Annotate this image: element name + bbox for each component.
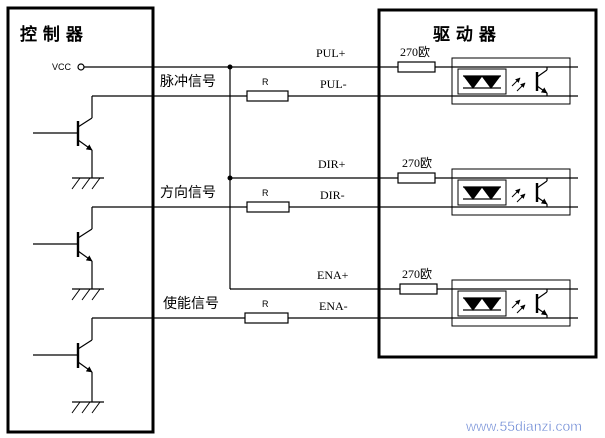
pul-plus-resistor — [397, 61, 436, 73]
pul-minus-label: PUL- — [320, 77, 347, 91]
dir-phototransistor-emitter — [536, 196, 548, 205]
ena-minus-resistor-label: R — [262, 299, 269, 309]
channel-dir: 方向信号 R DIR+ DIR- 270欧 — [33, 156, 578, 301]
dir-light-arrow-icon — [516, 193, 526, 203]
dir-plus-resistor — [397, 172, 436, 184]
dir-minus-resistor — [246, 201, 290, 213]
dir-transistor-collector — [77, 228, 93, 239]
pul-signal-name: 脉冲信号 — [160, 74, 216, 90]
dir-transistor-emitter — [77, 250, 93, 262]
vcc-label: VCC — [52, 62, 72, 72]
channel-pul: 脉冲信号 R PUL+ PUL- 270欧 — [33, 45, 578, 190]
ena-driver-resistor-label: 270欧 — [402, 267, 432, 281]
dir-ground-hatch — [71, 288, 81, 301]
dir-led-diode — [481, 186, 501, 200]
dir-driver-resistor-label: 270欧 — [402, 156, 432, 170]
pul-plus-label: PUL+ — [316, 46, 346, 60]
pul-ground-hatch — [81, 177, 91, 190]
dir-light-arrow-icon — [511, 188, 521, 198]
ena-light-arrow-icon — [516, 304, 526, 314]
ena-optocoupler — [451, 279, 571, 327]
dir-optocoupler-box — [451, 168, 571, 216]
vcc-terminal — [77, 63, 85, 71]
pul-minus-resistor-label: R — [262, 77, 269, 87]
ena-optocoupler-box — [451, 279, 571, 327]
pul-driver-resistor-label: 270欧 — [400, 45, 430, 59]
pul-ground-hatch — [91, 177, 101, 190]
ena-transistor-collector — [77, 339, 93, 350]
driver-title: 驱 动 器 — [433, 25, 497, 45]
watermark-text: www.55dianzi.com — [465, 418, 582, 434]
pul-transistor-collector — [77, 117, 93, 128]
dir-phototransistor-collector — [536, 180, 548, 189]
ena-led-diode — [481, 297, 501, 311]
pul-optocoupler-box — [451, 57, 571, 105]
ena-transistor — [33, 318, 104, 414]
dir-minus-resistor-label: R — [262, 188, 269, 198]
ena-ground-hatch — [91, 401, 101, 414]
pul-led-diode — [481, 75, 501, 89]
ena-phototransistor-collector — [536, 291, 548, 300]
pul-transistor — [33, 96, 104, 190]
ena-plus-resistor — [399, 283, 438, 295]
controller-box — [6, 6, 155, 434]
dir-transistor — [33, 207, 104, 301]
dir-ground-hatch — [91, 288, 101, 301]
pul-led-frame — [457, 68, 507, 95]
pul-optocoupler — [451, 57, 571, 105]
pul-light-arrow-icon — [516, 82, 526, 92]
pul-minus-resistor — [246, 90, 289, 102]
dir-minus-label: DIR- — [320, 188, 345, 202]
dir-ground-hatch — [81, 288, 91, 301]
dir-led-diode — [463, 186, 483, 200]
ena-plus-label: ENA+ — [317, 268, 349, 282]
pul-light-arrow-icon — [511, 77, 521, 87]
ena-minus-resistor — [244, 312, 289, 324]
ena-ground-hatch — [81, 401, 91, 414]
pul-phototransistor-collector — [536, 69, 548, 78]
controller-title: 控 制 器 — [20, 24, 84, 45]
dir-optocoupler — [451, 168, 571, 216]
dir-signal-name: 方向信号 — [160, 185, 216, 201]
pul-ground-hatch — [71, 177, 81, 190]
channel-ena: 使能信号 R ENA+ ENA- 270欧 — [33, 267, 578, 414]
driver-box — [377, 8, 598, 359]
pul-phototransistor-emitter — [536, 85, 548, 94]
ena-ground-hatch — [71, 401, 81, 414]
dir-led-frame — [457, 179, 507, 206]
ena-led-frame — [457, 290, 507, 317]
ena-signal-name: 使能信号 — [163, 295, 219, 312]
dir-plus-label: DIR+ — [318, 157, 346, 171]
ena-minus-label: ENA- — [319, 299, 348, 313]
pul-transistor-emitter — [77, 139, 93, 151]
ena-led-diode — [463, 297, 483, 311]
ena-light-arrow-icon — [511, 299, 521, 309]
ena-transistor-emitter — [77, 361, 93, 373]
ena-phototransistor-emitter — [536, 307, 548, 316]
pul-led-diode — [463, 75, 483, 89]
